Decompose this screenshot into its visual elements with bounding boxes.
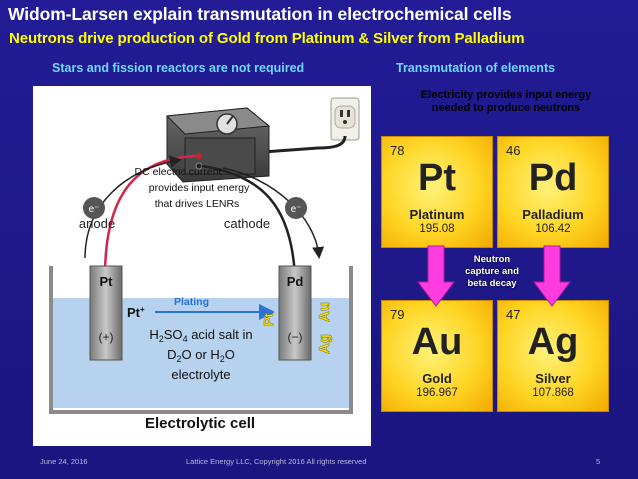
atomic-number: 79 <box>390 307 405 322</box>
element-symbol: Pd <box>528 157 578 199</box>
footer-page-number: 5 <box>596 457 601 466</box>
element-symbol: Au <box>411 321 463 363</box>
element-tile-gold: 79 Au Gold 196.967 <box>381 300 493 412</box>
electricity-note-line2: needed to produce neutrons <box>431 102 581 114</box>
electron-flow-left-arrow <box>84 155 182 259</box>
element-name: Palladium <box>522 207 584 222</box>
electricity-note-line1: Electricity provides input energy <box>420 89 592 101</box>
electron-right-label: e⁻ <box>291 204 302 215</box>
beaker <box>49 266 353 414</box>
vertical-pt-label: Pt <box>261 312 276 326</box>
neutron-note-line2: capture and <box>465 266 519 277</box>
electron-left-label: e⁻ <box>89 204 100 215</box>
plus-label: (+) <box>99 330 114 344</box>
dc-power-supply-icon <box>165 107 271 183</box>
neutron-note-line1: Neutron <box>473 254 511 265</box>
cathode-label: cathode <box>224 216 270 231</box>
vertical-element-labels: Pt Au Ag <box>261 302 334 355</box>
power-cord <box>262 135 347 154</box>
minus-label: (−) <box>288 330 303 344</box>
slide-subtitle: Neutrons drive production of Gold from P… <box>9 30 525 47</box>
acid-line: H2SO4 acid salt in <box>149 327 252 344</box>
dc-note-line3: that drives LENRs <box>155 198 240 210</box>
element-name: Gold <box>422 371 452 386</box>
electrolytic-cell-panel: e⁻ e⁻ DC electric current provides input… <box>33 86 371 446</box>
wall-outlet-icon <box>330 97 360 141</box>
element-tile-palladium: 46 Pd Palladium 106.42 <box>497 136 609 248</box>
anode-label: anode <box>79 216 115 231</box>
pt-ion-label: Pt+ <box>127 305 145 320</box>
cell-caption: Electrolytic cell <box>145 415 255 432</box>
element-name: Silver <box>535 371 571 386</box>
atomic-number: 47 <box>506 307 521 322</box>
electricity-note: Electricity provides input energy needed… <box>386 89 626 115</box>
atomic-weight: 107.868 <box>532 387 574 399</box>
atomic-weight: 196.967 <box>416 387 458 399</box>
atomic-weight: 106.42 <box>535 223 571 235</box>
label-transmutation: Transmutation of elements <box>396 61 556 75</box>
vertical-au-label: Au <box>316 302 333 322</box>
dc-note-line2: provides input energy <box>149 182 250 194</box>
label-stars-fission: Stars and fission reactors are not requi… <box>52 61 305 75</box>
footer-date: June 24, 2016 <box>40 457 88 466</box>
element-tile-silver: 47 Ag Silver 107.868 <box>497 300 609 412</box>
neutron-capture-note: Neutron capture and beta decay <box>452 254 532 290</box>
element-name: Platinum <box>409 207 465 222</box>
pt-electrode <box>89 265 123 361</box>
electron-left-icon <box>83 197 105 219</box>
pt-electrode-label: Pt <box>100 274 114 289</box>
cathode-wire-black <box>201 164 297 277</box>
electrolytic-cell-diagram: e⁻ e⁻ DC electric current provides input… <box>49 97 360 432</box>
dc-note-line1: DC electric current <box>135 166 222 178</box>
slide-title: Widom-Larsen explain transmutation in el… <box>8 4 512 24</box>
water-line: D2O or H2O <box>167 347 235 364</box>
vertical-ag-label: Ag <box>316 334 333 354</box>
electrolyte-line: electrolyte <box>171 367 230 382</box>
pd-electrode <box>278 265 312 361</box>
electron-right-icon <box>285 197 307 219</box>
atomic-number: 46 <box>506 143 521 158</box>
plating-label: Plating <box>174 296 209 308</box>
element-symbol: Ag <box>527 321 579 363</box>
element-symbol: Pt <box>418 157 456 199</box>
atomic-number: 78 <box>390 143 405 158</box>
footer-copyright: Lattice Energy LLC, Copyright 2016 All r… <box>186 457 367 466</box>
element-tile-platinum: 78 Pt Platinum 195.08 <box>381 136 493 248</box>
pd-electrode-label: Pd <box>287 274 304 289</box>
neutron-note-line3: beta decay <box>467 278 517 289</box>
atomic-weight: 195.08 <box>419 223 455 235</box>
